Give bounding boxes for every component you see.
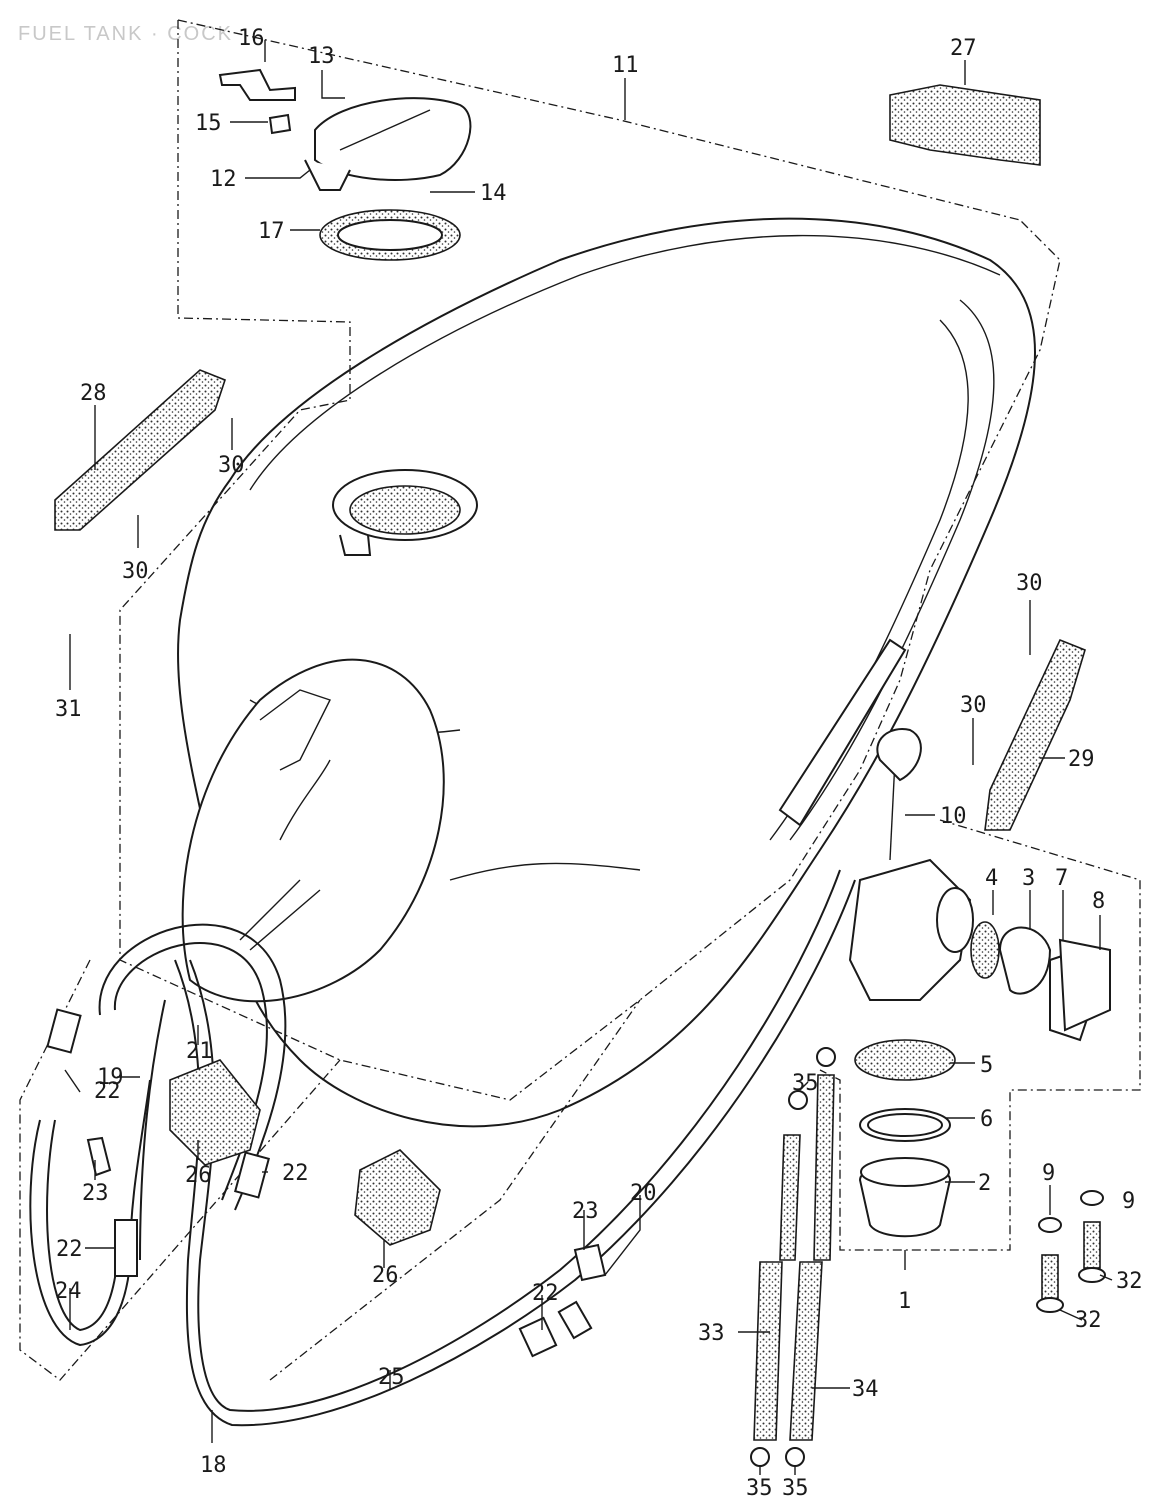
callout-22-right: 22 [532, 1281, 559, 1306]
leader-lines [64, 40, 1113, 1475]
callout-6: 6 [980, 1107, 993, 1132]
callout-9-right: 9 [1122, 1189, 1135, 1214]
callout-4: 4 [985, 866, 998, 891]
callout-25: 25 [378, 1365, 405, 1390]
callout-18: 18 [200, 1453, 227, 1478]
callout-7: 7 [1055, 866, 1068, 891]
cap-hinge-plate [218, 68, 296, 101]
callout-32-right: 32 [1116, 1269, 1143, 1294]
callout-11: 11 [612, 53, 639, 78]
callout-2: 2 [978, 1171, 991, 1196]
callout-23-right: 23 [572, 1199, 599, 1224]
callout-33: 33 [698, 1321, 725, 1346]
callout-35-bottom-left: 35 [746, 1476, 773, 1500]
callout-5: 5 [980, 1053, 993, 1078]
filler-neck [332, 469, 478, 556]
tank-side-strip [778, 638, 907, 827]
callout-8: 8 [1092, 889, 1105, 914]
fuel-tubes [750, 1047, 836, 1467]
callout-13: 13 [308, 44, 335, 69]
callout-30-lower-left: 30 [122, 559, 149, 584]
callout-1: 1 [898, 1289, 911, 1314]
filler-cap [304, 97, 472, 261]
callout-35-bottom-right: 35 [782, 1476, 809, 1500]
callout-16: 16 [238, 26, 265, 51]
callout-29: 29 [1068, 747, 1095, 772]
callout-24: 24 [55, 1279, 82, 1304]
callout-21: 21 [186, 1039, 213, 1064]
callout-19: 19 [97, 1065, 124, 1090]
callout-15: 15 [195, 111, 222, 136]
knee-pad-area [181, 658, 445, 1003]
callout-26-left: 26 [185, 1163, 212, 1188]
callout-30-upper-left: 30 [218, 453, 245, 478]
assembly-boundary [19, 19, 1141, 1381]
callout-3: 3 [1022, 866, 1035, 891]
tank-trim [29, 869, 856, 1427]
callout-14: 14 [480, 181, 507, 206]
callout-10: 10 [940, 804, 967, 829]
callout-22-upper-left: 22 [94, 1079, 121, 1104]
callout-9-left: 9 [1042, 1161, 1055, 1186]
fuel-cock [848, 728, 1111, 1042]
left-emblem [54, 369, 226, 531]
sponge-block [889, 84, 1041, 166]
callout-12: 12 [210, 167, 237, 192]
callout-20: 20 [630, 1181, 657, 1206]
callout-30-mid-right: 30 [960, 693, 987, 718]
screw-set [1036, 1190, 1106, 1313]
tank-rubbers [169, 1059, 441, 1246]
callout-35-top: 35 [792, 1071, 819, 1096]
grommets [46, 1008, 607, 1358]
callout-27: 27 [950, 36, 977, 61]
callout-17: 17 [258, 219, 285, 244]
callout-30-upper-right: 30 [1016, 571, 1043, 596]
callout-28: 28 [80, 381, 107, 406]
cap-spring [268, 113, 292, 135]
callout-34: 34 [852, 1377, 879, 1402]
callout-labels: 16 13 15 12 14 17 11 27 28 30 30 31 30 3… [55, 26, 1143, 1500]
right-emblem [984, 638, 1086, 831]
callout-32-left: 32 [1075, 1308, 1102, 1333]
page-title: FUEL TANK · COCK [18, 23, 233, 45]
callout-22-mid: 22 [282, 1161, 309, 1186]
callout-31: 31 [55, 697, 82, 722]
strainer-cup-stack [854, 1039, 956, 1238]
callout-22-lower-left: 22 [56, 1237, 83, 1262]
callout-23-left: 23 [82, 1181, 109, 1206]
callout-26-right: 26 [372, 1263, 399, 1288]
